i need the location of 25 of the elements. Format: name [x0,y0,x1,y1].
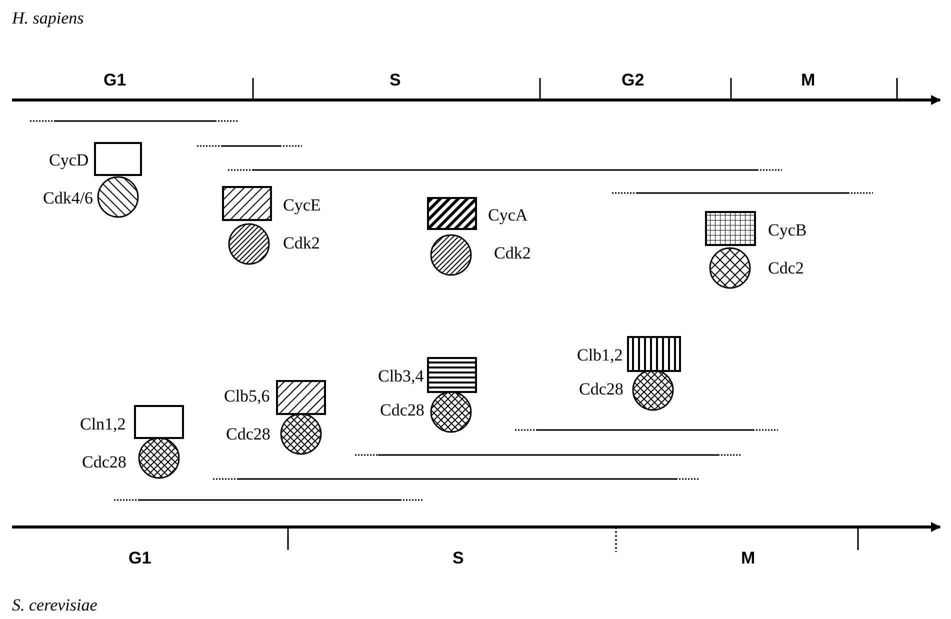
cdk-label: Cdk4/6 [43,190,94,206]
cdk-label: Cdc28 [226,426,270,442]
cyclin-label: Clb1,2 [577,346,623,364]
phase-label: G1 [104,72,126,88]
phase-label: G1 [128,550,152,566]
phase-label: S [452,550,464,566]
cyclin-label: Clb3,4 [378,368,424,384]
cdk-label: Cdc2 [768,260,804,276]
cyclin-label: Cln1,2 [80,416,126,432]
species-label: H. sapiens [12,10,84,26]
cyclin-label: Clb5,6 [224,388,270,404]
cyclin-label: CycE [283,196,321,214]
cdk-label: Cdc28 [579,380,624,398]
cdk-label: Cdk2 [494,244,531,262]
phase-label: M [801,72,816,88]
species-label: S. cerevisiae [12,596,98,614]
cdk-label: Cdk2 [283,234,320,252]
phase-label: M [741,550,756,566]
cyclin-label: CycA [488,206,528,224]
cdk-label: Cdc28 [82,454,126,470]
phase-label: S [390,72,401,88]
cdk-label: Cdc28 [380,402,424,418]
cyclin-label: CycD [49,152,89,168]
cyclin-label: CycB [768,222,807,238]
phase-label: G2 [622,72,644,88]
